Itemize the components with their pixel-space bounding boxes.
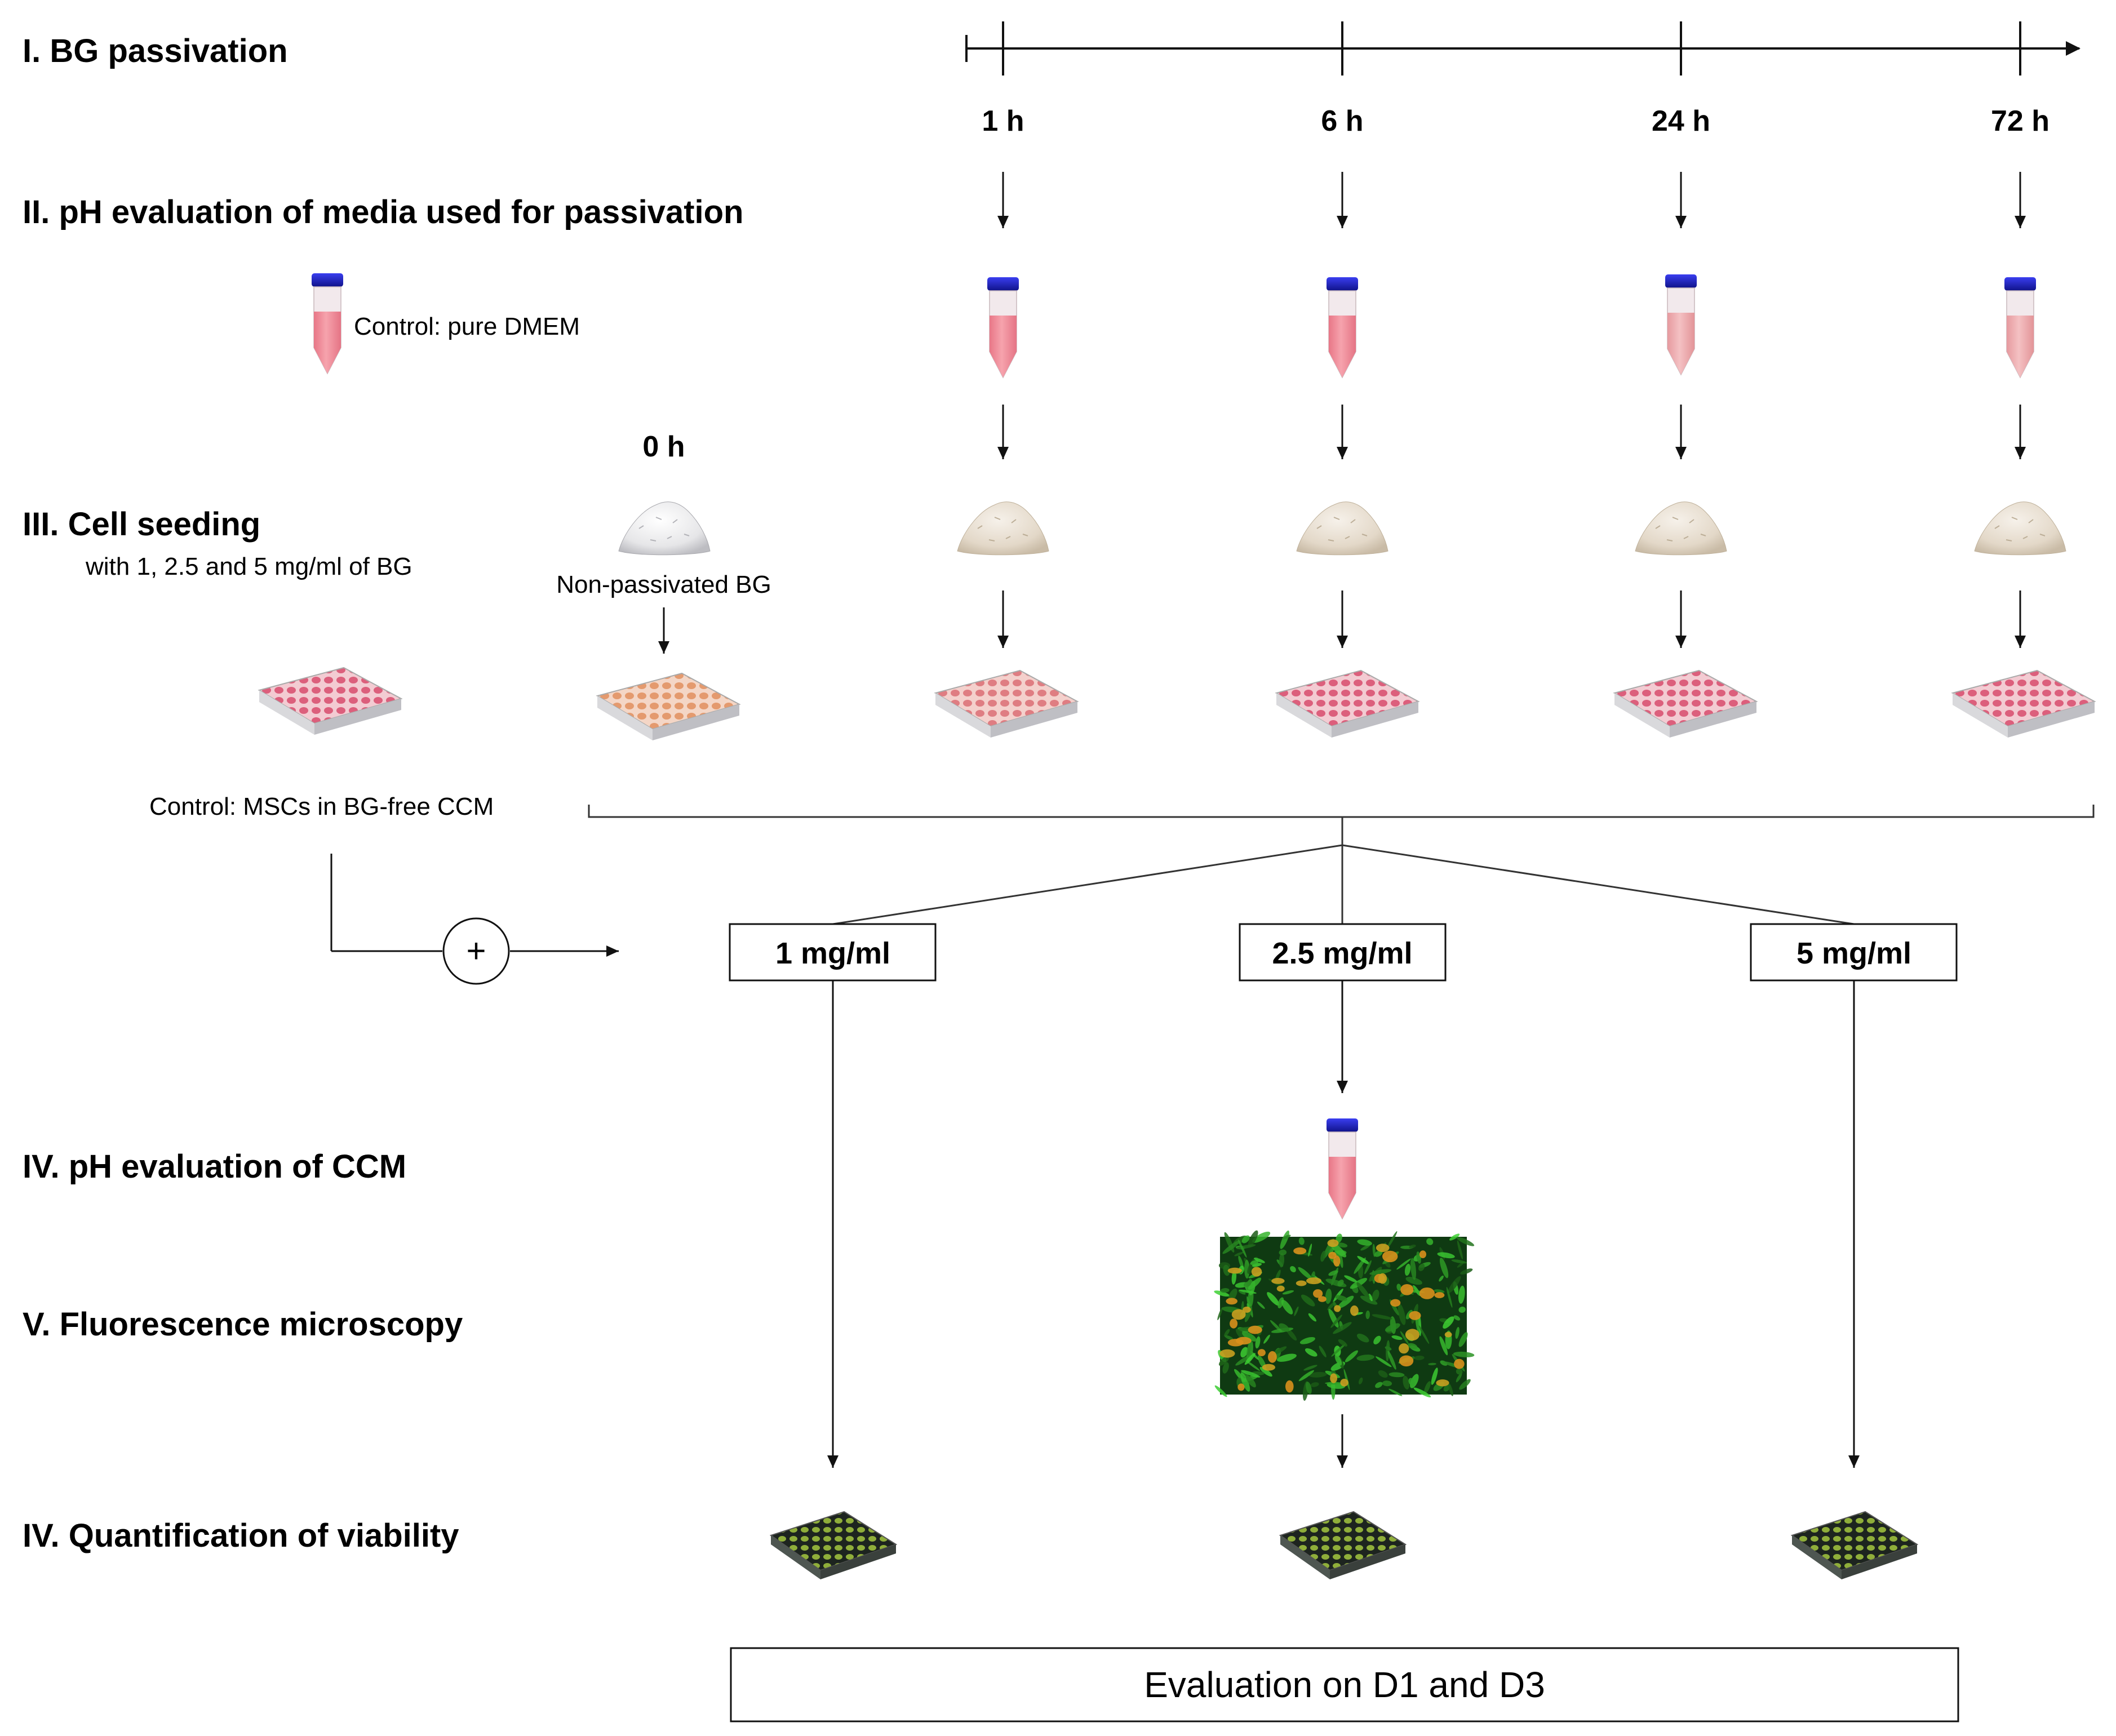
fluorescence-micrograph <box>1214 1230 1475 1401</box>
timepoint-6h: 6 h <box>1321 105 1363 137</box>
concentration-box-2 <box>1239 923 1447 982</box>
stage-2-label: II. pH evaluation of media used for pass… <box>23 194 743 230</box>
concentration-box-1 <box>729 923 937 982</box>
timepoint-72h: 72 h <box>1991 105 2050 137</box>
stage-5-label: V. Fluorescence microscopy <box>23 1306 463 1343</box>
tube-to-powder-arrows <box>997 405 2026 459</box>
control-plate-icon <box>259 667 402 735</box>
control-dmem-label: Control: pure DMEM <box>354 313 580 340</box>
powder-to-plate-arrows <box>658 590 2026 654</box>
stage-3-sublabel: with 1, 2.5 and 5 mg/ml of BG <box>85 553 412 580</box>
grouping-bracket <box>588 805 2095 925</box>
viability-plate-3-icon <box>1791 1511 1918 1580</box>
evaluation-box <box>730 1647 1959 1722</box>
plate-72h-icon <box>1952 670 2095 738</box>
stage-3-label: III. Cell seeding <box>23 506 260 543</box>
timepoint-1h: 1 h <box>982 105 1024 137</box>
timeline <box>965 21 2080 76</box>
control-path <box>330 854 619 957</box>
plus-circle-icon <box>442 917 510 985</box>
non-passivated-label: Non-passivated BG <box>556 571 771 598</box>
plate-1h-icon <box>935 670 1078 738</box>
tube-72h-icon <box>2004 277 2037 378</box>
tube-24h-icon <box>1665 274 1697 375</box>
non-passivated-plate-icon <box>597 673 740 741</box>
timepoint-0h: 0 h <box>642 430 685 463</box>
plate-6h-icon <box>1276 670 1419 738</box>
powder-6h-icon <box>1296 501 1389 556</box>
stage-6-label: IV. Quantification of viability <box>23 1517 459 1554</box>
concentration-box-3 <box>1750 923 1958 982</box>
powder-24h-icon <box>1635 501 1727 556</box>
time-to-tube-arrows <box>997 172 2026 228</box>
plate-24h-icon <box>1614 670 1757 738</box>
concentration-2-label: 2.5 mg/ml <box>1272 936 1412 970</box>
downstream-arrows <box>827 980 1860 1468</box>
concentration-1-label: 1 mg/ml <box>775 936 890 970</box>
stage-1-label: I. BG passivation <box>23 33 288 69</box>
control-mscs-label: Control: MSCs in BG-free CCM <box>149 793 494 820</box>
timepoint-24h: 24 h <box>1652 105 1710 137</box>
control-tube-icon <box>311 273 344 374</box>
viability-plate-1-icon <box>770 1511 897 1580</box>
stage-4-label: IV. pH evaluation of CCM <box>23 1148 406 1185</box>
evaluation-label: Evaluation on D1 and D3 <box>1144 1664 1545 1705</box>
concentration-3-label: 5 mg/ml <box>1796 936 1911 970</box>
powder-72h-icon <box>1974 501 2066 556</box>
tube-1h-icon <box>987 277 1019 378</box>
ccm-tube-icon <box>1326 1118 1359 1219</box>
powder-1h-icon <box>957 501 1049 556</box>
non-passivated-powder-icon <box>618 501 711 556</box>
viability-plate-2-icon <box>1280 1511 1406 1580</box>
plus-sign: + <box>466 932 486 970</box>
tube-6h-icon <box>1326 277 1359 378</box>
